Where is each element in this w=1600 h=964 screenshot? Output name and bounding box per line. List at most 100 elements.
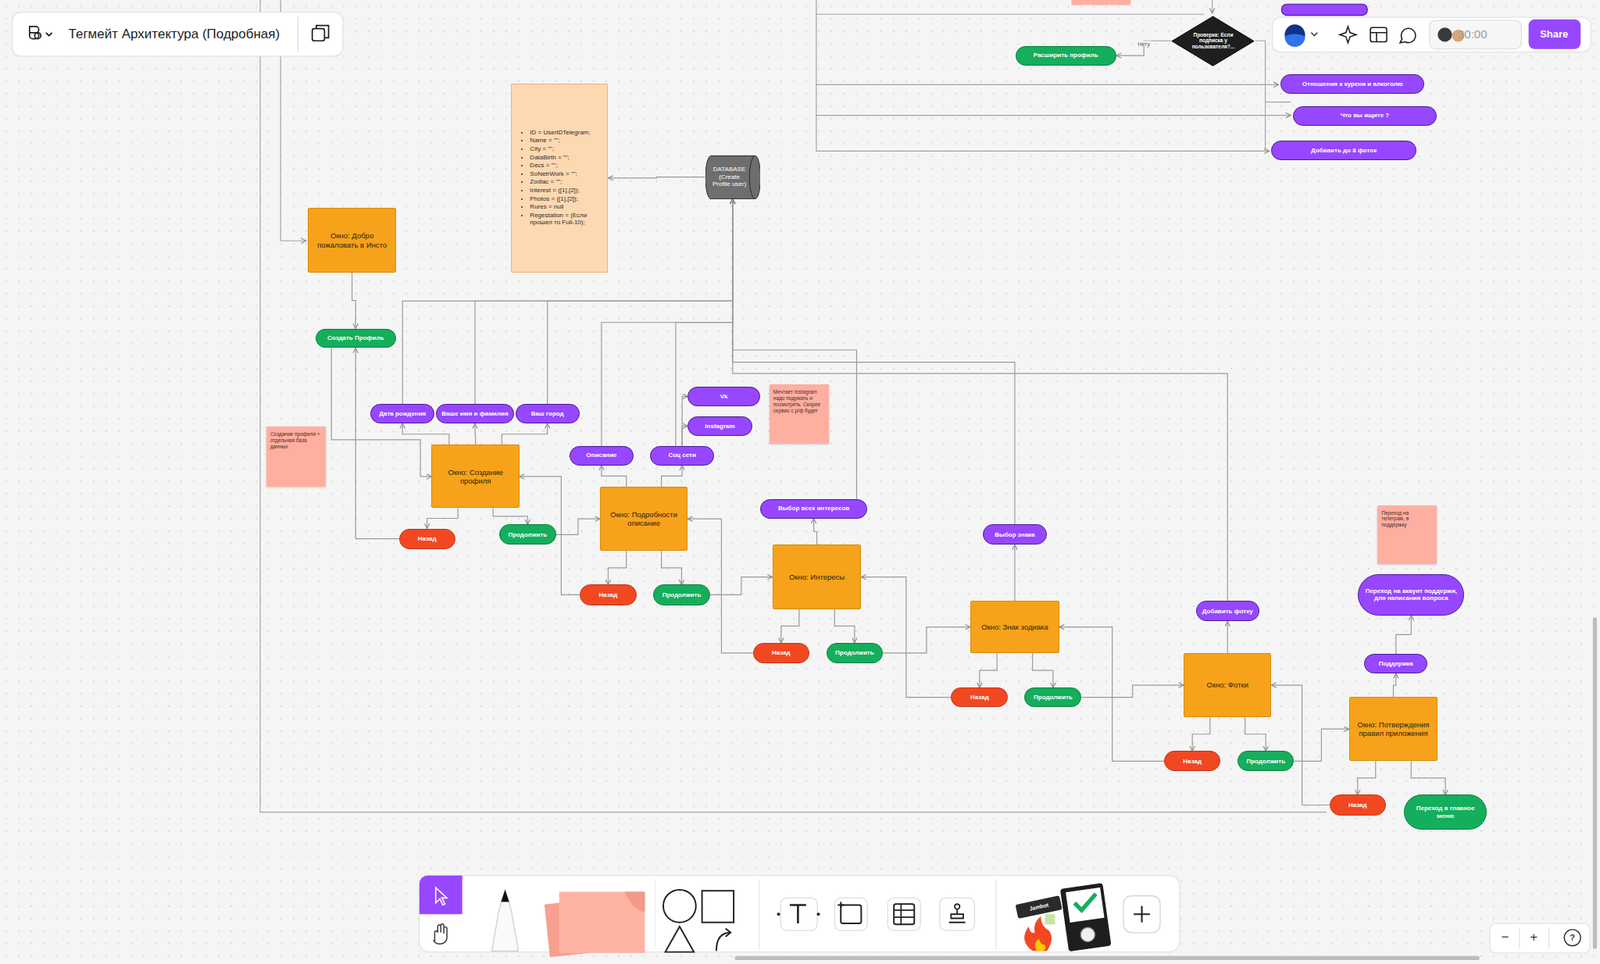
green-button: Расширить профиль — [1015, 46, 1117, 66]
node-text: Назад — [1182, 757, 1202, 766]
text-group: Назад — [970, 693, 990, 702]
text-group: Переход в главное меню — [1409, 804, 1482, 820]
text-group: ID = UserIDTelegram;Name = "";City = "";… — [521, 128, 597, 228]
sticky-note: Мечтает Instagram надо подумать и посмот… — [769, 384, 829, 444]
window-box: Окно: Фотки — [1183, 653, 1272, 718]
flow-connector — [402, 423, 450, 445]
text-group: Переход на телеграм, в поддержку — [1381, 510, 1433, 529]
text-group: Окно: Интересы — [777, 572, 858, 582]
back-button: Назад — [579, 584, 637, 605]
cylinder-body — [705, 155, 761, 199]
back-button: Назад — [1164, 750, 1221, 772]
node-text: Назад — [970, 693, 990, 702]
green-button: Продолжить — [653, 584, 711, 605]
text-group: Продолжить — [1033, 693, 1073, 702]
node-text: Назад — [417, 535, 437, 543]
node-text: Decs = ""; — [529, 161, 597, 170]
sticker-text: Jambot — [1028, 902, 1050, 913]
flow-connector — [1227, 621, 1229, 654]
node-text: DATABASE (Create Profile user) — [710, 165, 750, 189]
node-text: Продолжить — [1246, 757, 1286, 766]
text-group: Переход на акаунт поддержи, для написани… — [1363, 587, 1459, 603]
text-group: Продолжить — [1246, 757, 1286, 766]
text-group: Назад — [771, 649, 791, 658]
help-button: ? — [1569, 932, 1575, 943]
node-text: Окно: Подробности описание — [604, 510, 683, 529]
green-button: Продолжить — [499, 524, 557, 545]
node-text: Создание профиля + отдельная база данных — [270, 431, 322, 450]
node-text: instagram — [704, 422, 735, 431]
purple-button: Ваше имя и фамилия — [435, 403, 514, 424]
node-text: Ваш город — [531, 410, 565, 418]
purple-button: Описание — [569, 446, 634, 466]
text-group: Окно: Добро пожаловать в Инсто — [312, 231, 391, 250]
text-group: Окно: Подробности описание — [604, 510, 683, 529]
flow-connector — [781, 609, 800, 643]
node-text: Добавить фотку — [1202, 607, 1254, 616]
edge-label: Нету — [1135, 40, 1152, 47]
node-text: City = ""; — [529, 145, 597, 154]
node-text: Переход в главное меню — [1409, 804, 1482, 820]
purple-button: Выбор знака — [982, 524, 1047, 545]
node-text: Описание — [585, 451, 617, 460]
text-group: Продолжить — [662, 591, 702, 600]
node-text: Name = ""; — [529, 136, 597, 145]
green-button: Продолжить — [1237, 750, 1294, 772]
text-group: Vk — [720, 392, 729, 401]
purple-button: Поддержка — [1364, 653, 1428, 674]
flow-connector — [732, 199, 858, 500]
text-group: Создать Профиль — [327, 334, 385, 343]
node-text: Продолжить — [507, 531, 547, 540]
node-text: Окно: Интересы — [777, 572, 858, 582]
purple-button: Добавить фотку — [1196, 600, 1260, 622]
node-text: Photos = ([1],[2]); — [529, 195, 597, 204]
green-button: Продолжить — [826, 642, 883, 664]
purple-button: Что вы ищите ? — [1292, 106, 1437, 126]
node-text: Vk — [720, 392, 729, 401]
data-note: ID = UserIDTelegram;Name = "";City = "";… — [510, 83, 608, 273]
text-group: Что вы ищите ? — [1340, 111, 1390, 120]
text-group: Окно: Потверждения правил приложения — [1353, 720, 1434, 739]
node-text: Продолжить — [1033, 693, 1073, 702]
flow-connector — [682, 425, 688, 446]
flow-connector — [675, 199, 733, 447]
node-text: Дата рождения — [378, 410, 426, 418]
green-button: Продолжить — [1024, 687, 1082, 708]
node-text: ID = UserIDTelegram; — [529, 128, 597, 137]
flow-connector — [501, 423, 547, 445]
flow-connector — [1116, 40, 1172, 56]
node-text: Окно: Добро пожаловать в Инсто — [312, 231, 391, 250]
node-text: Окно: Создание профиля — [435, 467, 515, 486]
node-text: Проверка: Если подписка у пользователя?.… — [1189, 32, 1237, 50]
cylinder-rim — [749, 155, 755, 199]
node-text: Выбор всех интересов — [778, 504, 850, 513]
flow-connector — [601, 199, 733, 447]
node-text: Продолжить — [835, 649, 875, 658]
node-text: Продолжить — [662, 591, 702, 600]
flow-connector — [352, 272, 357, 329]
text-group: Окно: Фотки — [1188, 680, 1267, 690]
flow-connector — [814, 518, 818, 546]
text-group: Выбор знака — [994, 531, 1035, 540]
back-button: Назад — [399, 528, 456, 550]
window-box: Окно: Добро пожаловать в Инсто — [307, 207, 396, 272]
text-group: Добавить до 8 фоток — [1310, 146, 1377, 155]
purple-button: Дата рождения — [370, 403, 435, 424]
purple-button: Добавить до 8 фоток — [1271, 140, 1416, 161]
node-text: SoNetrWork = ""; — [529, 170, 597, 179]
window-box: Окно: Знак зодиака — [970, 600, 1060, 654]
purple-button: Переход на акаунт поддержи, для написани… — [1357, 574, 1465, 615]
file-title: Тегмейт Архитектура (Подробная) — [68, 27, 281, 43]
flow-connector — [1396, 615, 1412, 655]
node-text: Отношения к курени и алкоголю — [1302, 80, 1404, 89]
node-text: Добавить до 8 фоток — [1310, 146, 1377, 155]
timer-text: 30:00 — [1457, 28, 1488, 42]
node-text: Interest = ([1],[2]); — [529, 186, 597, 195]
flow-connector — [1081, 685, 1184, 698]
node-text: Окно: Фотки — [1188, 680, 1267, 690]
zoom-in: + — [1529, 930, 1538, 946]
node-text: Переход на телеграм, в поддержку — [1381, 510, 1433, 529]
flow-connector — [860, 577, 951, 698]
node-text: Назад — [771, 649, 791, 658]
text-group: Соц сети — [667, 451, 696, 460]
